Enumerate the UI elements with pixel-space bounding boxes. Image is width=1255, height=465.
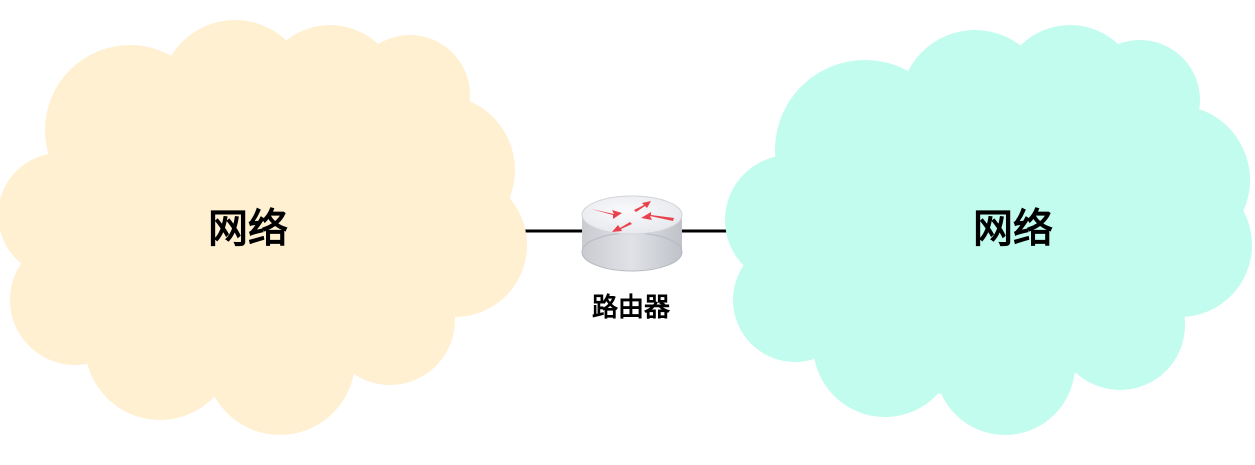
left-network-label: 网络 (208, 206, 288, 252)
router-label: 路由器 (592, 292, 671, 323)
router-icon (581, 195, 683, 272)
cloud-left (0, 20, 527, 435)
right-network-label: 网络 (973, 206, 1053, 252)
cloud-right (725, 25, 1252, 435)
